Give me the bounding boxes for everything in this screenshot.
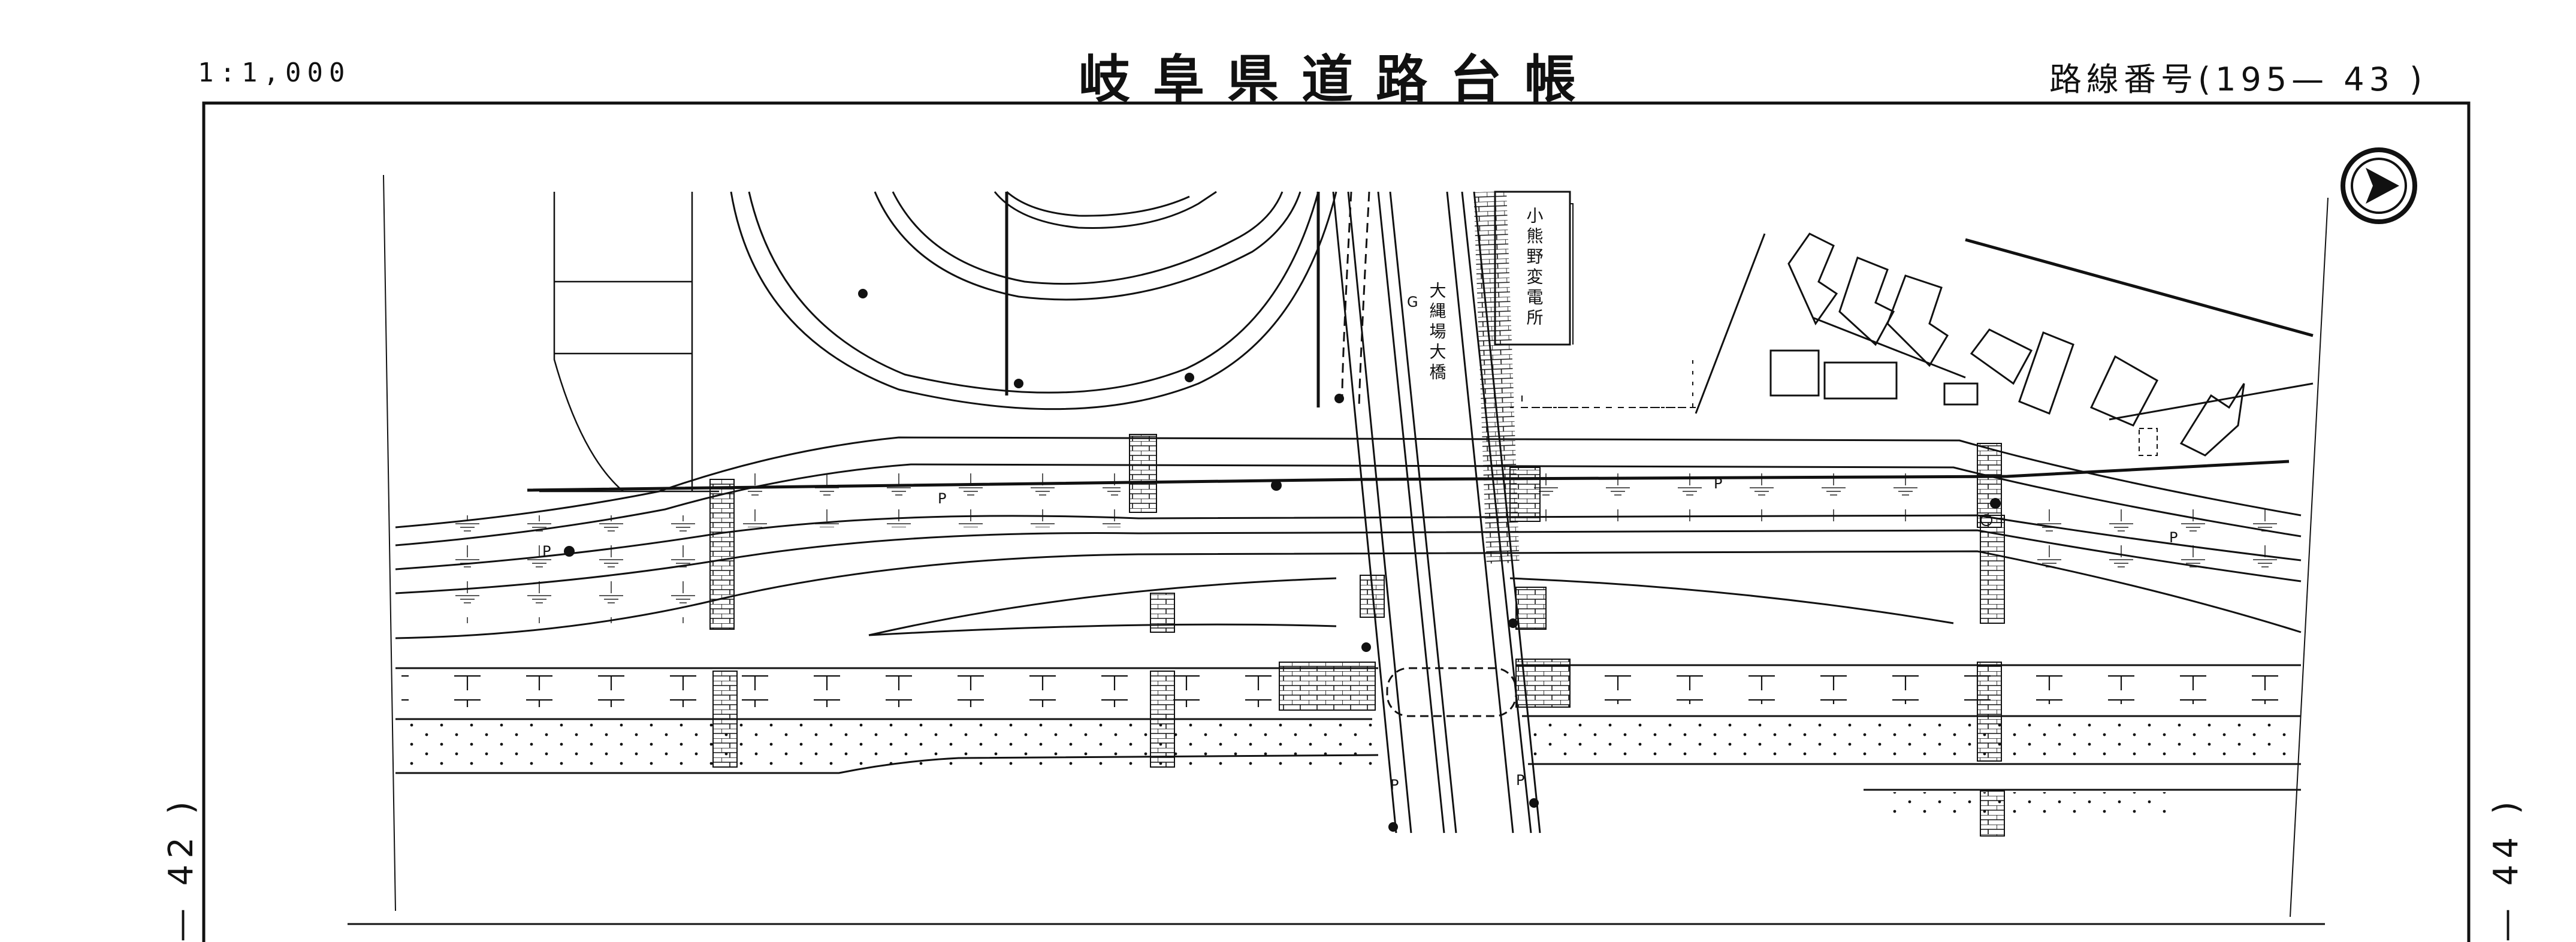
buildings — [1769, 233, 2245, 457]
upper-slope-fill-4 — [2013, 497, 2289, 581]
fence-line — [1510, 354, 1693, 408]
bridge-name-label: 大縄場大橋 — [1427, 282, 1447, 384]
substation-label: 小熊野変電所 — [1524, 207, 1544, 329]
sheet-frame — [202, 101, 2471, 942]
dotted-area-left — [401, 722, 1372, 767]
boundary-right — [2290, 197, 2329, 917]
center-line — [527, 460, 2290, 492]
parcel-top-left — [539, 192, 719, 493]
ramp-arcs — [730, 191, 1337, 410]
g-marker: G — [1407, 294, 1418, 310]
p-marker-6: P — [1516, 772, 1524, 789]
upper-slope-fill-1 — [419, 515, 707, 623]
bridge-rail-brick — [1473, 191, 1520, 564]
bridge-island — [1386, 667, 1517, 717]
crosswalks — [709, 434, 2005, 837]
dotted-area-right — [1528, 719, 2295, 761]
center-island — [868, 577, 1954, 636]
p-marker-1: P — [938, 490, 946, 507]
middle-road — [395, 664, 2301, 720]
substation-box — [1494, 191, 1571, 346]
p-marker-2: P — [542, 543, 551, 560]
p-marker-4: P — [2169, 529, 2178, 546]
north-arrow-icon — [2341, 147, 2417, 224]
p-marker-5: P — [1390, 777, 1399, 793]
t-marks-right — [1570, 668, 2289, 704]
t-marks-left — [401, 671, 1282, 707]
upper-slope-fill-2 — [737, 467, 1121, 527]
property-line-right — [1965, 238, 2314, 337]
boundary-left — [383, 174, 396, 911]
scale-label: 1:1,000 — [198, 58, 351, 88]
page-title: 岐阜県道路台帳 — [1079, 49, 1599, 110]
p-marker-3: P — [1714, 475, 1722, 492]
route-number: 路線番号(195— 43 ) — [2049, 61, 2427, 98]
